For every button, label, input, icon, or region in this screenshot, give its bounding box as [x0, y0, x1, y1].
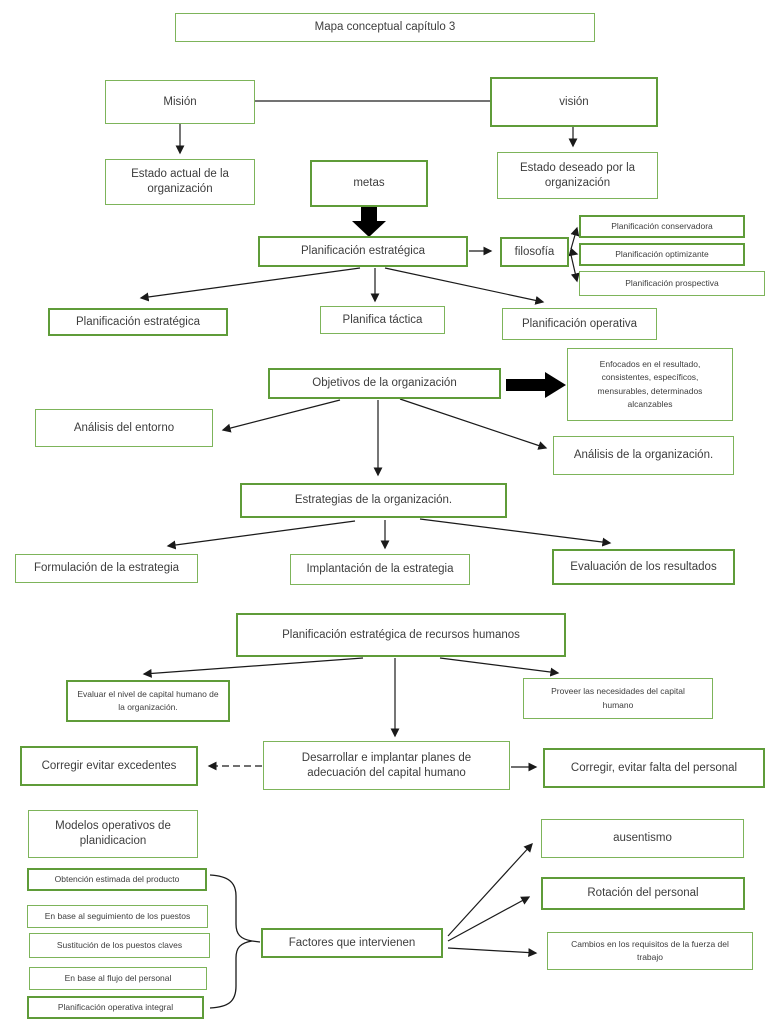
node-ausentismo: ausentismo: [541, 819, 744, 858]
node-rotacion: Rotación del personal: [541, 877, 745, 910]
node-title: Mapa conceptual capítulo 3: [175, 13, 595, 42]
node-mision: Misión: [105, 80, 255, 124]
node-corregir-excedentes: Corregir evitar excedentes: [20, 746, 198, 786]
node-estado-deseado: Estado deseado por la organización: [497, 152, 658, 199]
arrow-rrhh-to-proveer: [439, 657, 560, 677]
thick-arrow-metas-to-plan: [352, 207, 386, 237]
node-evaluar-nivel: Evaluar el nivel de capital humano de la…: [66, 680, 230, 722]
arrow-factores-to-cambios: [447, 947, 538, 958]
node-modelos-operativos: Modelos operativos de planidicacion: [28, 810, 198, 858]
arrow-estrategias-to-evaluacion: [419, 518, 612, 547]
arrow-objetivos-to-organizacion: [399, 398, 548, 450]
arrow-factores-to-rotacion: [447, 896, 531, 942]
node-proveer: Proveer las necesidades del capital huma…: [523, 678, 713, 719]
node-enfocados: Enfocados en el resultado, consistentes,…: [567, 348, 733, 421]
arrow-objetivos-to-entorno: [221, 399, 341, 433]
arrow-filosofia-to-conservadora: [570, 226, 580, 250]
node-desarrollar: Desarrollar e implantar planes de adecua…: [263, 741, 510, 790]
node-estrategias: Estrategias de la organización.: [240, 483, 507, 518]
node-planificacion-estrategica-main: Planificación estratégica: [258, 236, 468, 267]
node-filosofia: filosofía: [500, 237, 569, 267]
node-plan-rrhh: Planificación estratégica de recursos hu…: [236, 613, 566, 657]
node-vision: visión: [490, 77, 658, 127]
node-operativa-integral: Planificación operativa integral: [27, 996, 204, 1019]
node-metas: metas: [310, 160, 428, 207]
thick-arrow-objetivos-to-enfocados: [506, 372, 566, 398]
node-analisis-entorno: Análisis del entorno: [35, 409, 213, 447]
arrow-filosofia-to-optimizante: [568, 247, 579, 257]
node-evaluacion: Evaluación de los resultados: [552, 549, 735, 585]
arrow-rrhh-to-evaluar: [142, 657, 364, 678]
brace-modelos: [209, 874, 253, 1009]
brace-stub-to-factores: [251, 940, 261, 943]
node-implantacion: Implantación de la estrategia: [290, 554, 470, 585]
node-analisis-organizacion: Análisis de la organización.: [553, 436, 734, 475]
node-cambios: Cambios en los requisitos de la fuerza d…: [547, 932, 753, 970]
node-formulacion: Formulación de la estrategia: [15, 554, 198, 583]
node-planifica-tactica: Planifica táctica: [320, 306, 445, 334]
node-seguimiento: En base al seguimiento de los puestos: [27, 905, 208, 928]
arrow-estrategias-to-formulacion: [166, 520, 356, 550]
arrow-plan-to-operativa: [384, 267, 545, 305]
arrow-filosofia-to-prospectiva: [570, 254, 580, 283]
node-objetivos: Objetivos de la organización: [268, 368, 501, 399]
node-sustitucion: Sustitución de los puestos claves: [29, 933, 210, 958]
node-estado-actual: Estado actual de la organización: [105, 159, 255, 205]
node-obtencion: Obtención estimada del producto: [27, 868, 207, 891]
node-factores: Factores que intervienen: [261, 928, 443, 958]
node-plan-optimizante: Planificación optimizante: [579, 243, 745, 266]
node-flujo: En base al flujo del personal: [29, 967, 207, 990]
arrow-factores-to-ausentismo: [447, 843, 533, 937]
node-planificacion-estrategica-2: Planificación estratégica: [48, 308, 228, 336]
arrow-plan-to-plan2: [139, 267, 361, 302]
node-plan-prospectiva: Planificación prospectiva: [579, 271, 765, 296]
node-plan-conservadora: Planificación conservadora: [579, 215, 745, 238]
node-planificacion-operativa: Planificación operativa: [502, 308, 657, 340]
node-corregir-falta: Corregir, evitar falta del personal: [543, 748, 765, 788]
